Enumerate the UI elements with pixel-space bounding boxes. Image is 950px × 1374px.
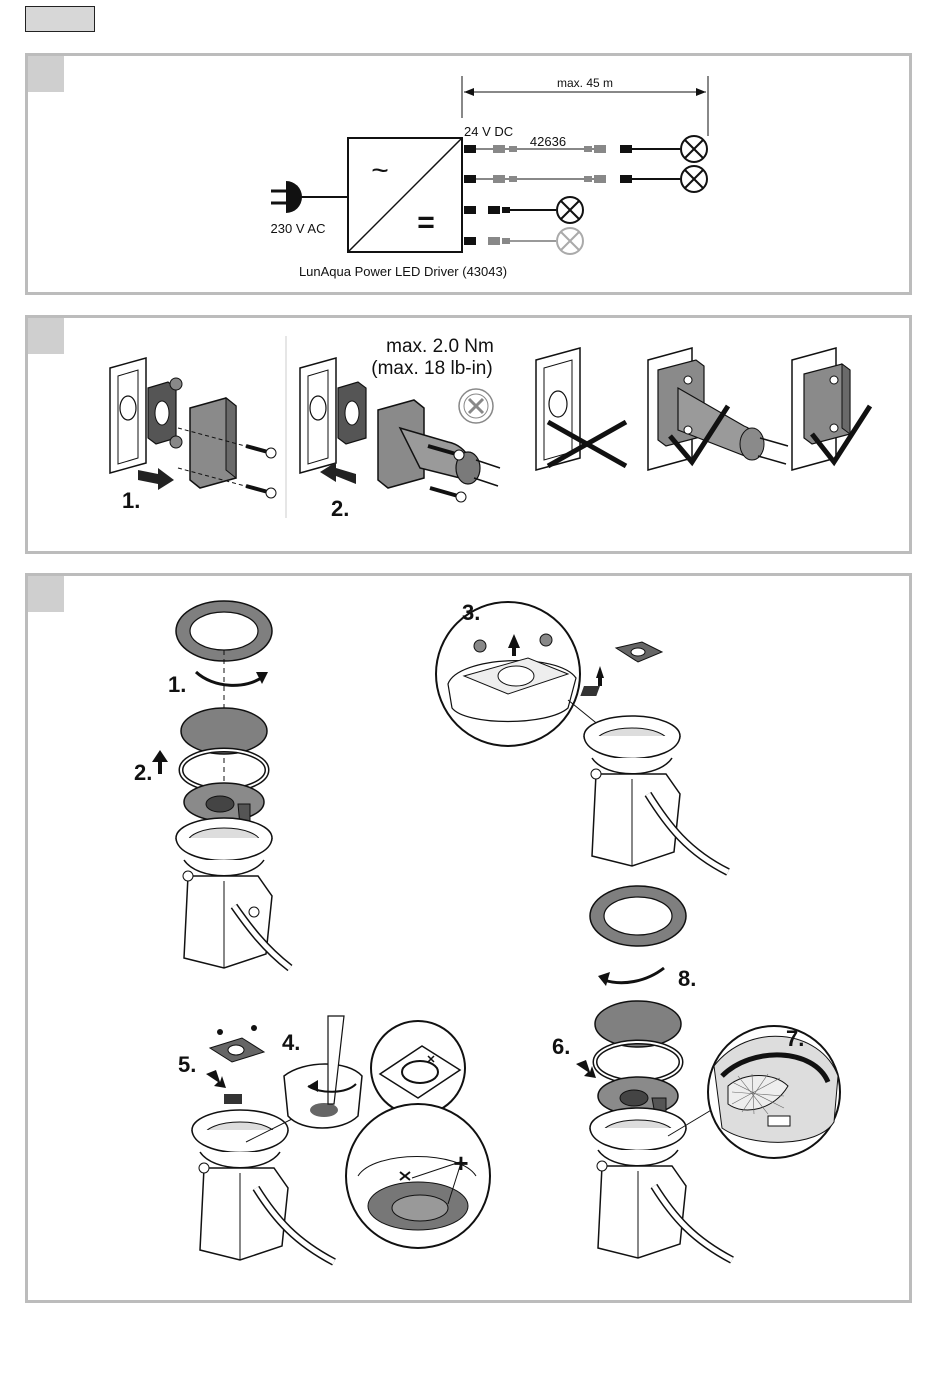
driver-name-label: LunAqua Power LED Driver (43043) bbox=[299, 264, 507, 279]
correct-mount-figure-2 bbox=[792, 348, 870, 470]
cable-code-label: 42636 bbox=[530, 134, 566, 149]
disassembly-figure: 1. 2. bbox=[134, 601, 290, 968]
wrong-mount-figure bbox=[536, 348, 626, 470]
distance-label: max. 45 m bbox=[557, 76, 613, 90]
no-overtighten-icon bbox=[459, 389, 493, 423]
assembly-step-8-label: 8. bbox=[678, 966, 696, 991]
led-removal-figure: 3. bbox=[436, 600, 728, 872]
output-voltage-label: 24 V DC bbox=[464, 124, 513, 139]
assembly-step-6-label: 6. bbox=[552, 1034, 570, 1059]
mount-step-2-label: 2. bbox=[331, 496, 349, 521]
assembly-step-1-label: 1. bbox=[168, 672, 186, 697]
mount-step-1-label: 1. bbox=[122, 488, 140, 513]
ac-symbol: ~ bbox=[371, 154, 389, 187]
assembly-step-5-label: 5. bbox=[178, 1052, 196, 1077]
driver-box: ~ = bbox=[348, 138, 462, 252]
correct-mount-figure-1 bbox=[648, 348, 788, 470]
wiring-diagram: max. 45 m 230 V AC ~ = LunAqua Power LED… bbox=[28, 56, 915, 298]
mounting-diagram: 1. 2. max. 2.0 Nm (max. 18 lb-in) bbox=[28, 318, 915, 557]
assembly-step-3-label: 3. bbox=[462, 600, 480, 625]
assembly-step-4-label: 4. bbox=[282, 1030, 300, 1055]
mount-step-2-figure: 2. max. 2.0 Nm (max. 18 lb-in) bbox=[300, 336, 500, 521]
assembly-step-2-label: 2. bbox=[134, 760, 152, 785]
assembly-step-7-label: 7. bbox=[786, 1026, 804, 1051]
assembly-diagram: 1. 2. bbox=[28, 576, 915, 1306]
led-mount-figure: 5. 4. bbox=[178, 1016, 490, 1262]
plug-icon bbox=[271, 181, 348, 213]
torque-label-lbin: (max. 18 lb-in) bbox=[371, 358, 492, 379]
dc-symbol: = bbox=[417, 206, 435, 239]
mounting-panel: 1. 2. max. 2.0 Nm (max. 18 lb-in) bbox=[25, 315, 912, 554]
torque-label-nm: max. 2.0 Nm bbox=[386, 336, 494, 357]
polarity-plus-label: + bbox=[453, 1148, 468, 1178]
output-channels bbox=[464, 136, 707, 254]
mount-step-1-figure: 1. bbox=[110, 358, 276, 513]
header-tab bbox=[25, 6, 95, 32]
assembly-panel: 1. 2. bbox=[25, 573, 912, 1303]
reassembly-figure: 8. 6. bbox=[552, 886, 840, 1260]
wiring-panel: max. 45 m 230 V AC ~ = LunAqua Power LED… bbox=[25, 53, 912, 295]
input-voltage-label: 230 V AC bbox=[271, 221, 326, 236]
